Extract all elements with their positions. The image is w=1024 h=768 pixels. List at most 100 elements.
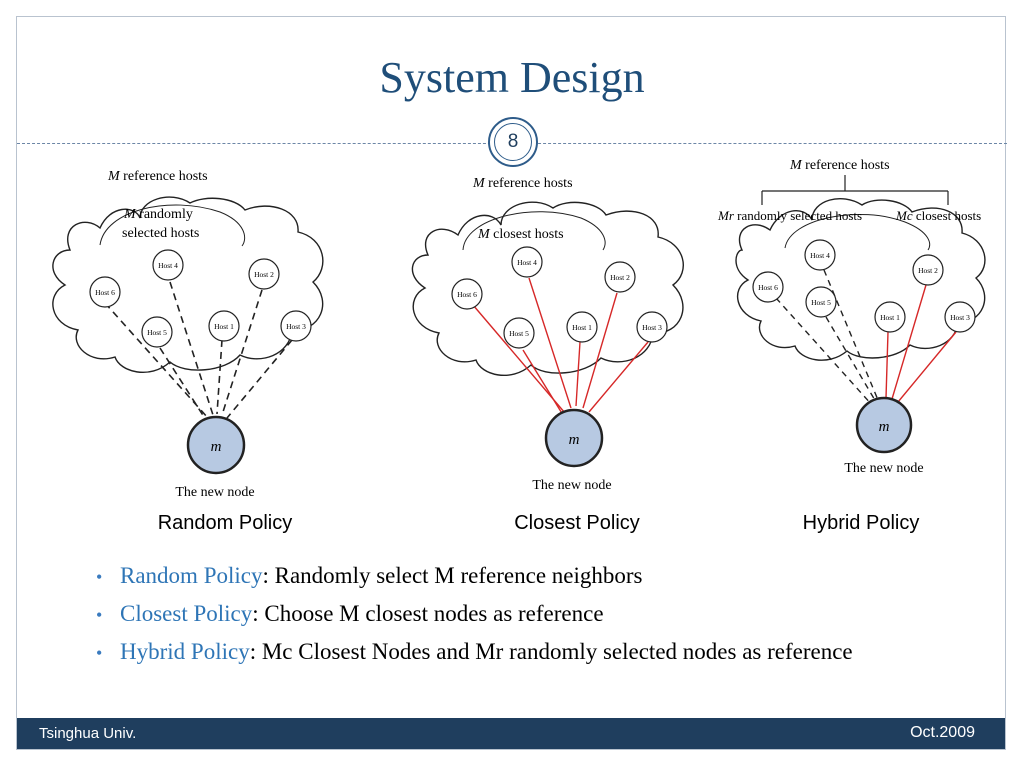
random-links: [104, 281, 293, 421]
hybrid-link-host5: [825, 316, 877, 403]
closest-host4-node: [511, 246, 543, 278]
random-ref-hosts-label: M reference hosts: [107, 169, 208, 184]
closest-host3-label: Host 3: [642, 323, 662, 332]
closest-host2-label: Host 2: [610, 273, 630, 282]
closest-links: [472, 277, 649, 416]
closest-link-host5: [522, 349, 564, 416]
hybrid-host4-label: Host 4: [810, 251, 830, 260]
random-host6-node: [89, 276, 121, 308]
random-host2-node: [248, 258, 280, 290]
hybrid-mc-label: Mc closest hosts: [895, 208, 981, 223]
footer-institution: Tsinghua Univ.: [39, 725, 137, 742]
hybrid-host6-node: [752, 271, 784, 303]
hybrid-bracket: [761, 175, 949, 205]
closest-ref-hosts-label: M reference hosts: [472, 176, 573, 191]
closest-hosts: Host 6 Host 4 Host 2 Host 5 Host 1 Host …: [451, 246, 668, 349]
hybrid-host2-label: Host 2: [918, 266, 938, 275]
bullet-term: Random Policy: [120, 563, 263, 588]
hybrid-host1-label: Host 1: [880, 313, 900, 322]
random-host1-node: [208, 310, 240, 342]
closest-host1-node: [566, 311, 598, 343]
hybrid-host5-label: Host 5: [811, 298, 831, 307]
page-number: 8: [494, 123, 532, 161]
closest-host3-node: [636, 311, 668, 343]
random-link-host1: [216, 339, 223, 415]
hybrid-link-host1: [885, 331, 889, 399]
random-host3-label: Host 3: [286, 322, 306, 331]
random-host6-label: Host 6: [95, 288, 115, 297]
hybrid-host2-node: [912, 254, 944, 286]
bullet-term: Hybrid Policy: [120, 638, 250, 664]
page-number-badge: 8: [488, 117, 538, 167]
bullet-hybrid: •Hybrid Policy: Mc Closest Nodes and Mr …: [96, 638, 976, 667]
hybrid-policy-diagram: M reference hosts Mr randomly selected h…: [717, 158, 986, 476]
closest-host5-node: [503, 317, 535, 349]
slide-title: System Design: [379, 53, 645, 102]
random-host5-node: [141, 316, 173, 348]
random-hosts: Host 6 Host 4 Host 2 Host 5 Host 1 Host …: [89, 249, 312, 348]
closest-host6-label: Host 6: [457, 290, 477, 299]
closest-inner-label: M closest hosts: [477, 227, 564, 242]
closest-host2-node: [604, 261, 636, 293]
hybrid-link-host3: [897, 331, 957, 403]
hybrid-link-host4: [823, 269, 879, 401]
hybrid-host3-node: [944, 301, 976, 333]
random-host4-node: [152, 249, 184, 281]
bullet-term: Closest Policy: [120, 600, 253, 626]
random-host4-label: Host 4: [158, 261, 178, 270]
bullet-text: : Randomly select M reference neighbors: [262, 563, 643, 588]
hybrid-inner-arc: [784, 213, 931, 251]
footer-bar: Tsinghua Univ. Oct.2009: [17, 718, 1005, 749]
hybrid-policy-caption: Hybrid Policy: [802, 512, 920, 534]
random-host5-label: Host 5: [147, 328, 167, 337]
closest-new-node-caption: The new node: [532, 478, 611, 493]
bullet-closest: • Closest Policy: Choose M closest nodes …: [96, 600, 976, 629]
hybrid-host4-node: [804, 239, 836, 271]
hybrid-random-links: [775, 269, 879, 406]
hybrid-link-host6: [775, 297, 873, 406]
footer-date: Oct.2009: [910, 724, 975, 741]
random-new-node-label: m: [211, 439, 222, 455]
bullet-dot: •: [96, 567, 103, 587]
random-host3-node: [280, 310, 312, 342]
hybrid-host6-label: Host 6: [758, 283, 778, 292]
closest-link-host1: [575, 341, 581, 407]
closest-new-node: [544, 408, 604, 468]
closest-link-host6: [472, 304, 566, 414]
hybrid-host3-label: Host 3: [950, 313, 970, 322]
closest-policy-caption: Closest Policy: [514, 512, 640, 534]
random-new-node: [186, 415, 246, 475]
closest-link-host3: [588, 341, 649, 413]
hybrid-mr-label: Mr randomly selected hosts: [717, 208, 862, 223]
random-inner-label-1: M randomly: [123, 207, 193, 222]
closest-link-host2: [582, 292, 618, 409]
bullet-random: • Random Policy: Randomly select M refere…: [96, 562, 976, 591]
closest-inner-arc: [462, 211, 606, 251]
bullet-dot: •: [96, 642, 103, 663]
random-link-host2: [221, 289, 263, 416]
hybrid-new-node-caption: The new node: [844, 461, 923, 476]
hybrid-host1-node: [874, 301, 906, 333]
random-policy-diagram: M reference hosts M randomly selected ho…: [52, 169, 324, 500]
random-host1-label: Host 1: [214, 322, 234, 331]
random-host2-label: Host 2: [254, 270, 274, 279]
closest-host1-label: Host 1: [572, 323, 592, 332]
hybrid-new-node-label: m: [879, 419, 890, 435]
bullet-text: : Choose M closest nodes as reference: [252, 600, 604, 626]
closest-link-host4: [528, 277, 572, 409]
hybrid-host5-node: [805, 286, 837, 318]
random-link-host5: [159, 347, 207, 421]
random-link-host3: [226, 339, 293, 419]
random-policy-caption: Random Policy: [157, 512, 293, 534]
hybrid-closest-links: [885, 284, 957, 403]
closest-policy-diagram: M reference hosts M closest hosts Host 6…: [411, 176, 684, 493]
random-inner-arc: [99, 204, 246, 247]
random-inner-label-2: selected hosts: [122, 226, 199, 241]
slide-frame: [16, 16, 1006, 750]
hybrid-hosts: Host 6 Host 4 Host 5 Host 2 Host 1 Host …: [752, 239, 976, 333]
bullet-dot: •: [96, 604, 103, 625]
closest-host4-label: Host 4: [517, 258, 537, 267]
closest-host6-node: [451, 278, 483, 310]
random-link-host6: [104, 302, 209, 419]
